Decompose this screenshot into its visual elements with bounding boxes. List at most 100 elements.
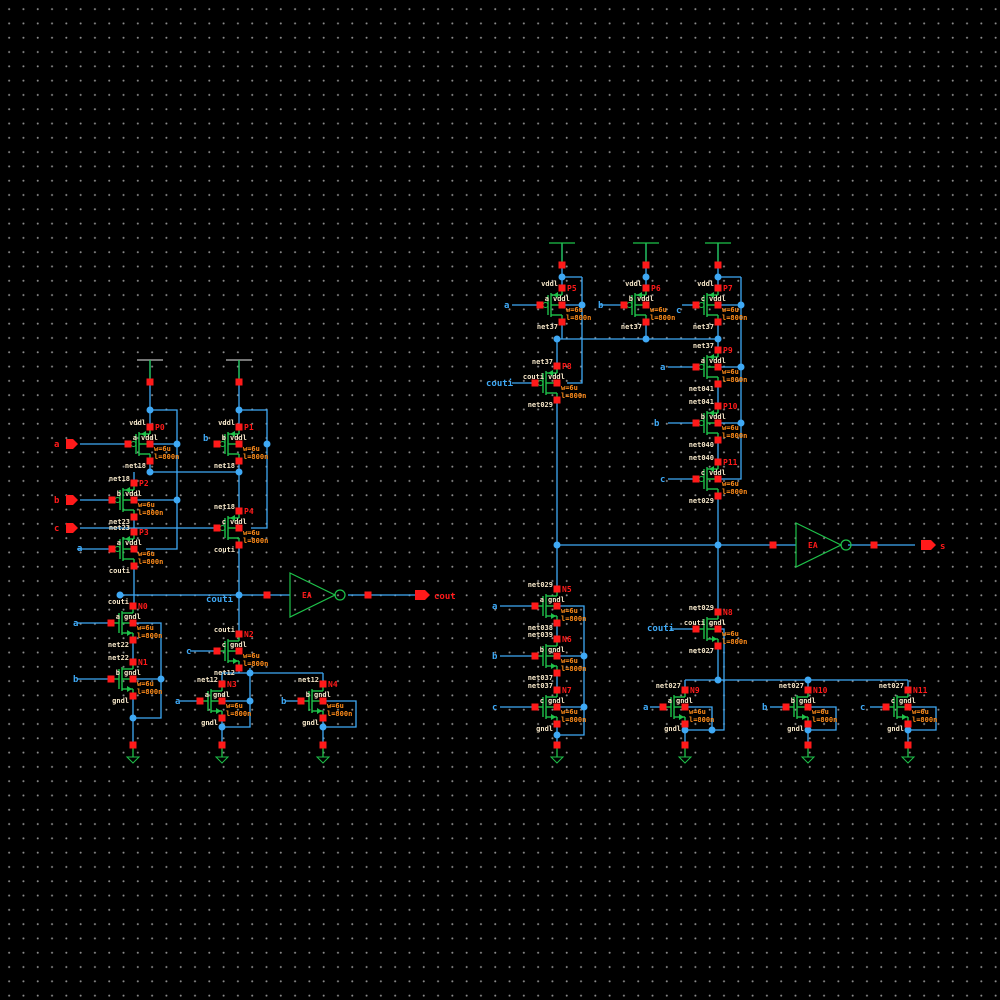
inverter-ea[interactable] xyxy=(795,522,852,568)
source-net-label: net22 xyxy=(108,641,129,649)
terminal-pin xyxy=(129,692,137,700)
bulk-label: vddl xyxy=(548,373,565,381)
wire[interactable] xyxy=(133,622,162,719)
terminal-pin xyxy=(129,619,137,627)
wire-junction xyxy=(235,406,243,414)
terminal-pin xyxy=(553,396,561,404)
source-net-label: net041 xyxy=(689,385,714,393)
width-param: w=6u xyxy=(561,384,578,392)
pmos-bubble-icon xyxy=(698,420,705,426)
arrow-icon xyxy=(551,663,556,669)
drain-net-label: net027 xyxy=(779,682,804,690)
gate-label: a xyxy=(545,295,549,303)
wire[interactable] xyxy=(718,277,742,480)
width-param: w=6u xyxy=(650,306,667,314)
input-pin-c[interactable] xyxy=(66,523,78,533)
instance-name: N7 xyxy=(562,686,572,695)
wire-junction xyxy=(642,335,650,343)
terminal-pin xyxy=(235,664,243,672)
terminal-pin xyxy=(558,301,566,309)
wire[interactable] xyxy=(567,277,583,384)
wire[interactable] xyxy=(323,700,357,728)
length-param: l=800n xyxy=(138,558,163,566)
transistor-p7[interactable] xyxy=(696,288,719,322)
wire-junction xyxy=(553,541,561,549)
terminal-pin xyxy=(620,301,628,309)
length-param: l=800n xyxy=(561,615,586,623)
drain-net-label: vddl xyxy=(625,280,642,288)
bulk-label: vddl xyxy=(230,434,247,442)
source-net-label: net37 xyxy=(537,323,558,331)
wire-label-a: a xyxy=(660,363,665,373)
wire[interactable] xyxy=(239,409,268,529)
arrow-icon xyxy=(709,354,714,360)
terminal-pin xyxy=(558,284,566,292)
wire-junction xyxy=(246,669,254,677)
bulk-label: vddl xyxy=(553,295,570,303)
ground-icon xyxy=(214,756,230,764)
wire-junction xyxy=(263,440,271,448)
wire-junction xyxy=(642,273,650,281)
length-param: l=800n xyxy=(137,688,162,696)
wire[interactable] xyxy=(222,700,251,728)
wire-label-c: c xyxy=(860,703,865,713)
terminal-pin xyxy=(124,440,132,448)
wire[interactable] xyxy=(685,706,713,730)
wire[interactable] xyxy=(808,706,837,731)
width-param: w=6u xyxy=(138,501,155,509)
width-param: w=6u xyxy=(566,306,583,314)
output-pin-s[interactable] xyxy=(921,540,936,550)
wire-junction xyxy=(681,726,689,734)
gate-label: a xyxy=(701,357,705,365)
terminal-pin xyxy=(714,363,722,371)
wire-label-c: c xyxy=(676,306,681,316)
input-pin-a[interactable] xyxy=(66,439,78,449)
wire[interactable] xyxy=(908,706,937,731)
terminal-pin xyxy=(642,261,650,269)
source-net-label: net040 xyxy=(689,441,714,449)
length-param: l=800n xyxy=(722,432,747,440)
gate-label: c xyxy=(222,641,226,649)
terminal-pin xyxy=(129,675,137,683)
wire[interactable] xyxy=(146,409,178,550)
terminal-pin xyxy=(218,697,226,705)
gate-label: c xyxy=(701,295,705,303)
arrow-icon xyxy=(709,466,714,472)
terminal-pin xyxy=(553,741,561,749)
terminal-pin xyxy=(146,440,154,448)
instance-name: N1 xyxy=(138,658,148,667)
terminal-pin xyxy=(714,318,722,326)
length-param: l=800n xyxy=(912,716,937,724)
source-net-label: net18 xyxy=(125,462,146,470)
output-pin-cout[interactable] xyxy=(415,590,430,600)
pmos-bubble-icon xyxy=(698,364,705,370)
instance-name: N4 xyxy=(328,680,338,689)
terminal-pin xyxy=(129,602,137,610)
drain-net-label: vddl xyxy=(129,419,146,427)
length-param: l=800n xyxy=(722,638,747,646)
wire[interactable] xyxy=(557,605,585,736)
wire-junction xyxy=(737,301,745,309)
arrow-icon xyxy=(709,410,714,416)
terminal-pin xyxy=(146,457,154,465)
width-param: w=6u xyxy=(561,657,578,665)
source-net-label: net12 xyxy=(214,669,235,677)
wire-junction xyxy=(235,468,243,476)
input-pin-b[interactable] xyxy=(66,495,78,505)
bulk-label: gndl xyxy=(548,697,565,705)
wire-label-a: a xyxy=(504,301,509,311)
gate-label: b xyxy=(306,691,310,699)
wire-junction xyxy=(246,697,254,705)
wire-label-couti: couti xyxy=(206,594,234,605)
drain-net-label: net039 xyxy=(528,631,553,639)
terminal-pin xyxy=(904,703,912,711)
width-param: w=6u xyxy=(226,702,243,710)
wire-junction xyxy=(558,273,566,281)
transistor-n0[interactable] xyxy=(111,606,134,640)
wire-junction xyxy=(737,419,745,427)
arrow-icon xyxy=(637,292,642,298)
terminal-pin xyxy=(108,545,116,553)
bulk-label: vddl xyxy=(125,539,142,547)
inverter-ea[interactable] xyxy=(289,572,346,618)
